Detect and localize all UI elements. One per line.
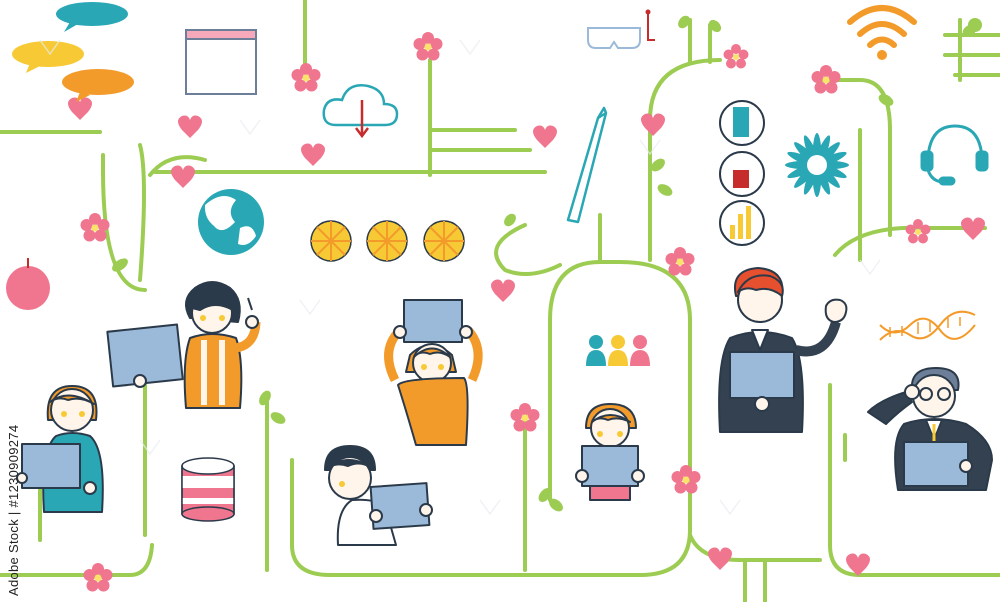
flowers [68,32,985,592]
person-girl-tablet-overhead [384,299,483,446]
pie-chart-icon [310,220,465,262]
person-girl-teal [16,385,104,513]
wifi-icon [847,5,917,60]
chat-bubbles-icon [12,2,134,102]
watermark: Adobe Stock | #1230909274 [6,360,26,596]
headset-icon [920,124,989,186]
dna-icon [879,310,976,341]
watermark-text: Adobe Stock | #1230909274 [6,424,21,596]
database-icon [181,457,235,522]
apple-icon [6,258,50,310]
bar-chart-icon [719,100,765,246]
globe-icon [198,189,264,255]
person-man-fist [718,267,848,433]
person-woman-pointing [106,281,261,409]
leaves [112,15,978,512]
watermark-pattern [39,39,881,516]
people-icon [586,335,650,366]
person-child-pink [575,403,645,501]
pen-icon [566,106,608,224]
person-man-worried [867,367,993,491]
person-boy-tablet [324,445,433,546]
gear-flower-icon [785,133,849,197]
sliders-icon [943,18,1000,77]
cloud-download-icon [322,84,399,139]
browser-window-icon [185,29,257,95]
vr-headset-icon [587,9,655,49]
